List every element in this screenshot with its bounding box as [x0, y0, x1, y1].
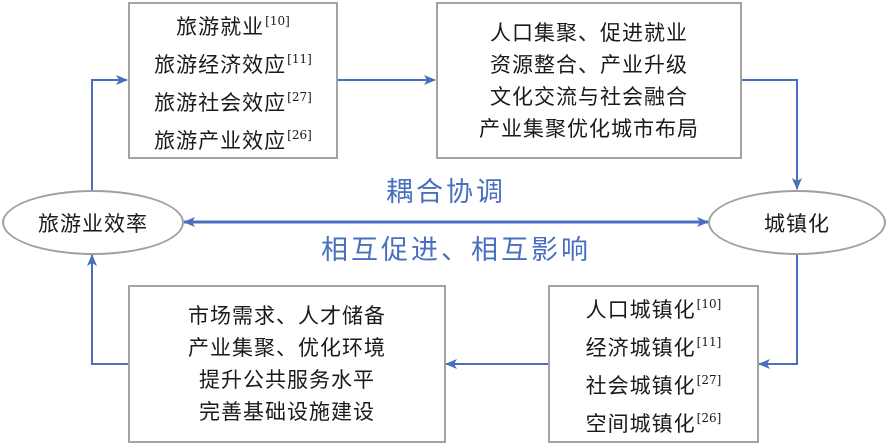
tourism-effects-box: 旅游就业[10] 旅游经济效应[11] 旅游社会效应[27] 旅游产业效应[26… [128, 2, 338, 159]
mechanism-line: 提升公共服务水平 [199, 368, 375, 392]
reference-citation: [26] [696, 411, 722, 425]
mechanism-line: 人口集聚、促进就业 [490, 20, 688, 45]
urbanization-type-line: 经济城镇化[11] [586, 326, 722, 364]
tourism-to-urban-mechanisms-box: 人口集聚、促进就业 资源整合、产业升级 文化交流与社会融合 产业集聚优化城市布局 [436, 2, 742, 159]
reference-citation: [10] [696, 297, 722, 311]
line-text: 旅游经济效应 [154, 52, 287, 77]
urbanization-types-box: 人口城镇化[10] 经济城镇化[11] 社会城镇化[27] 空间城镇化[26] [548, 285, 759, 443]
reference-citation: [27] [287, 89, 312, 104]
line-text: 旅游就业 [176, 14, 265, 39]
mechanism-line: 产业集聚优化城市布局 [479, 116, 699, 141]
mechanism-line: 完善基础设施建设 [199, 400, 375, 424]
line-text: 人口城镇化 [585, 298, 696, 322]
line-text: 空间城镇化 [585, 412, 696, 436]
reference-citation: [26] [287, 127, 312, 142]
node-label: 城镇化 [764, 211, 830, 236]
reference-citation: [27] [696, 373, 722, 387]
mechanism-line: 产业集聚、优化环境 [188, 336, 386, 360]
line-text: 旅游社会效应 [154, 90, 287, 115]
coupling-coordination-label: 耦合协调 [386, 177, 506, 208]
tourism-effects-line: 旅游社会效应[27] [154, 81, 312, 119]
urbanization-type-line: 人口城镇化[10] [586, 288, 722, 326]
arrow-urban-mechanisms-to-efficiency [87, 254, 128, 365]
urbanization-type-line: 空间城镇化[26] [586, 402, 722, 440]
tourism-effects-line: 旅游就业[10] [176, 5, 290, 43]
arrow-efficiency-to-effects [91, 75, 128, 190]
arrow-urbanization-to-types [758, 254, 798, 369]
tourism-efficiency-node: 旅游业效率 [2, 190, 184, 255]
mechanism-line: 市场需求、人才储备 [188, 304, 386, 328]
urbanization-type-line: 社会城镇化[27] [586, 364, 722, 402]
line-text: 旅游产业效应 [154, 128, 287, 153]
reference-citation: [11] [287, 51, 312, 66]
mechanism-line: 文化交流与社会融合 [490, 84, 688, 109]
node-label: 旅游业效率 [38, 211, 148, 236]
tourism-effects-line: 旅游产业效应[26] [154, 119, 312, 157]
tourism-effects-line: 旅游经济效应[11] [154, 43, 312, 81]
urban-to-tourism-mechanisms-box: 市场需求、人才储备 产业集聚、优化环境 提升公共服务水平 完善基础设施建设 [128, 285, 446, 443]
line-text: 社会城镇化 [585, 374, 696, 398]
mechanism-line: 资源整合、产业升级 [490, 52, 688, 77]
reference-citation: [11] [696, 335, 722, 349]
reference-citation: [10] [265, 13, 290, 28]
line-text: 经济城镇化 [585, 336, 696, 360]
arrow-mechanisms-to-urbanization [741, 79, 802, 190]
mutual-promotion-label: 相互促进、相互影响 [321, 235, 591, 266]
urbanization-node: 城镇化 [708, 190, 886, 255]
